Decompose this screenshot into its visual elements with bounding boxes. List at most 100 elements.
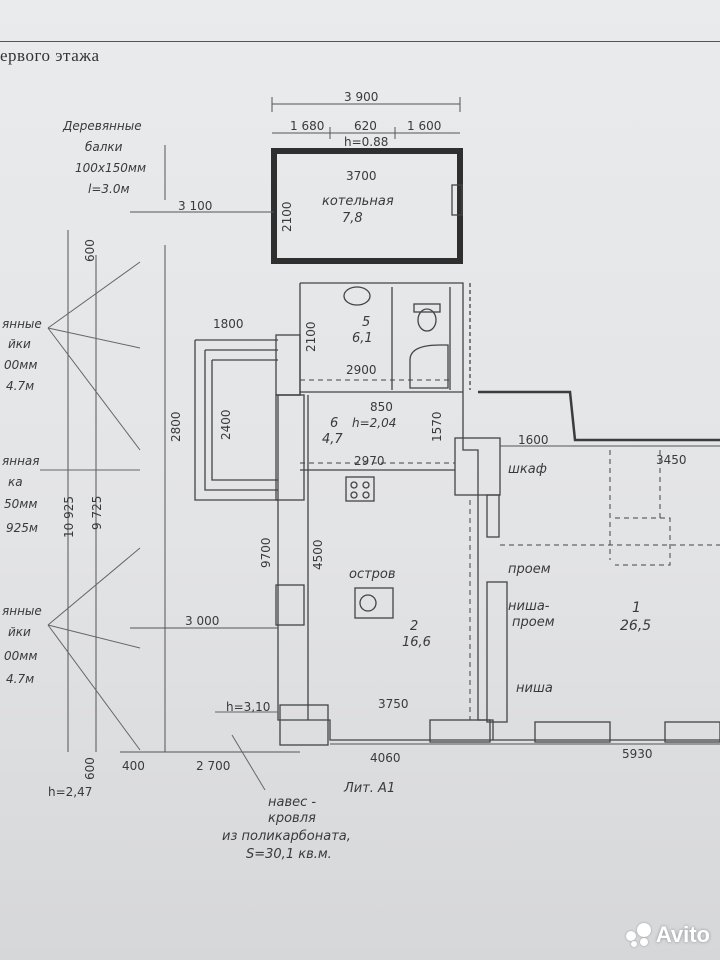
washbasin	[343, 286, 371, 306]
island-sink	[359, 594, 377, 612]
dim-5930: 5930	[622, 747, 653, 761]
dim-600-top: 600	[83, 239, 97, 262]
boiler-room-outline	[271, 148, 463, 264]
dim-10925: 10 925	[62, 496, 76, 538]
room6-height: h=2,04	[352, 416, 396, 430]
beams-ul-line4: 4.7м	[6, 379, 34, 393]
wall-block-7	[486, 581, 508, 723]
niche-label: ниша	[516, 681, 553, 696]
dim-9725: 9 725	[90, 496, 104, 530]
dim-h310: h=3,10	[226, 700, 270, 714]
dim-9700: 9700	[259, 537, 273, 568]
wall-block-5	[454, 437, 501, 496]
beams-ll-line1: янные	[2, 604, 42, 618]
beams-ul-line1: янные	[2, 317, 42, 331]
dim-620: 620	[354, 119, 377, 133]
dim-2970: 2970	[354, 454, 385, 468]
dim-h088: h=0.88	[344, 135, 388, 149]
page-title: ервого этажа	[0, 46, 100, 65]
beams-ml-line2: ка	[8, 475, 23, 489]
dim-1600-right: 1600	[518, 433, 549, 447]
beams-ll-line3: 00мм	[4, 649, 37, 663]
leader-lower-a	[47, 547, 141, 626]
leader-upper-a	[47, 261, 141, 329]
dim-line-top-1	[271, 97, 461, 112]
beams-ml-line1: янная	[2, 454, 39, 468]
living-number: 1	[632, 600, 641, 616]
beams-ul-line2: йки	[8, 337, 31, 351]
dim-2400: 2400	[219, 409, 233, 440]
dim-850: 850	[370, 400, 393, 414]
dim-1680: 1 680	[290, 119, 324, 133]
dim-1570: 1570	[430, 411, 444, 442]
niche-opening-label-1: ниша-	[508, 599, 550, 614]
toilet-tank	[413, 303, 441, 313]
beams-top-line4: l=3.0м	[88, 182, 130, 196]
beams-ml-line4: 925м	[6, 521, 38, 535]
toilet	[417, 308, 437, 332]
dim-3750: 3750	[378, 697, 409, 711]
dim-600-bottom: 600	[83, 757, 97, 780]
room6-area: 4,7	[322, 432, 343, 447]
dashed-line-5	[615, 517, 671, 566]
outer-contour	[478, 390, 720, 442]
main-wall-outline	[300, 282, 720, 741]
living-area: 26,5	[620, 618, 651, 634]
dim-3450: 3450	[656, 453, 687, 467]
wall-block-2	[275, 394, 305, 501]
wall-block-3	[275, 584, 305, 626]
avito-brand-text: Avito	[655, 922, 710, 947]
dim-400: 400	[122, 759, 145, 773]
leader-lower-b	[47, 624, 141, 649]
leader-upper-c	[47, 327, 141, 451]
beams-ll-line2: йки	[8, 625, 31, 639]
beams-top-line3: 100х150мм	[75, 161, 146, 175]
dim-2700: 2 700	[196, 759, 230, 773]
niche-opening-label-2: проем	[512, 615, 555, 630]
leader-lower-c	[47, 624, 141, 751]
dim-2900: 2900	[346, 363, 377, 377]
canopy-line3: из поликарбоната,	[222, 829, 351, 844]
beams-ul-line3: 00мм	[4, 358, 37, 372]
wall-block-4	[279, 704, 329, 746]
leader-canopy	[231, 734, 266, 791]
beams-top-line2: балки	[85, 140, 123, 154]
room5-area: 6,1	[352, 331, 373, 346]
avito-watermark: Avito	[625, 922, 710, 948]
dim-h247: h=2,47	[48, 785, 92, 799]
dim-1600-top: 1 600	[407, 119, 441, 133]
dim-3700: 3700	[346, 169, 377, 183]
dim-4060: 4060	[370, 751, 401, 765]
dim-3000: 3 000	[185, 614, 219, 628]
dim-4500: 4500	[311, 539, 325, 570]
room6-number: 6	[330, 416, 338, 431]
liter-label: Лит. А1	[343, 781, 395, 796]
dim-1800: 1800	[213, 317, 244, 331]
dim-2800: 2800	[169, 411, 183, 442]
dim-2100-boiler: 2100	[280, 201, 294, 232]
wall-block-9	[534, 721, 611, 743]
wall-block-6	[486, 494, 500, 538]
boiler-room-name: котельная	[322, 194, 394, 209]
wall-block-1	[275, 334, 301, 396]
wall-block-10	[664, 721, 720, 743]
canopy-line1: навес -	[268, 795, 316, 810]
dim-2100-bath: 2100	[304, 321, 318, 352]
header-rule	[0, 41, 720, 42]
beams-top-line1: Деревянные	[62, 119, 142, 133]
canopy-line4: S=30,1 кв.м.	[246, 847, 332, 862]
kitchen-island-label: остров	[349, 567, 396, 582]
avito-logo-icon	[625, 923, 652, 947]
beams-ll-line4: 4.7м	[6, 672, 34, 686]
boiler-window	[451, 184, 463, 216]
dim-3100: 3 100	[178, 199, 212, 213]
wardrobe-label: шкаф	[508, 462, 547, 477]
kitchen-number: 2	[410, 619, 418, 634]
dim-3900: 3 900	[344, 90, 378, 104]
canopy-line2: кровля	[268, 811, 316, 826]
beams-ml-line3: 50мм	[4, 497, 37, 511]
boiler-room-area: 7,8	[342, 211, 363, 226]
kitchen-island	[354, 587, 394, 619]
